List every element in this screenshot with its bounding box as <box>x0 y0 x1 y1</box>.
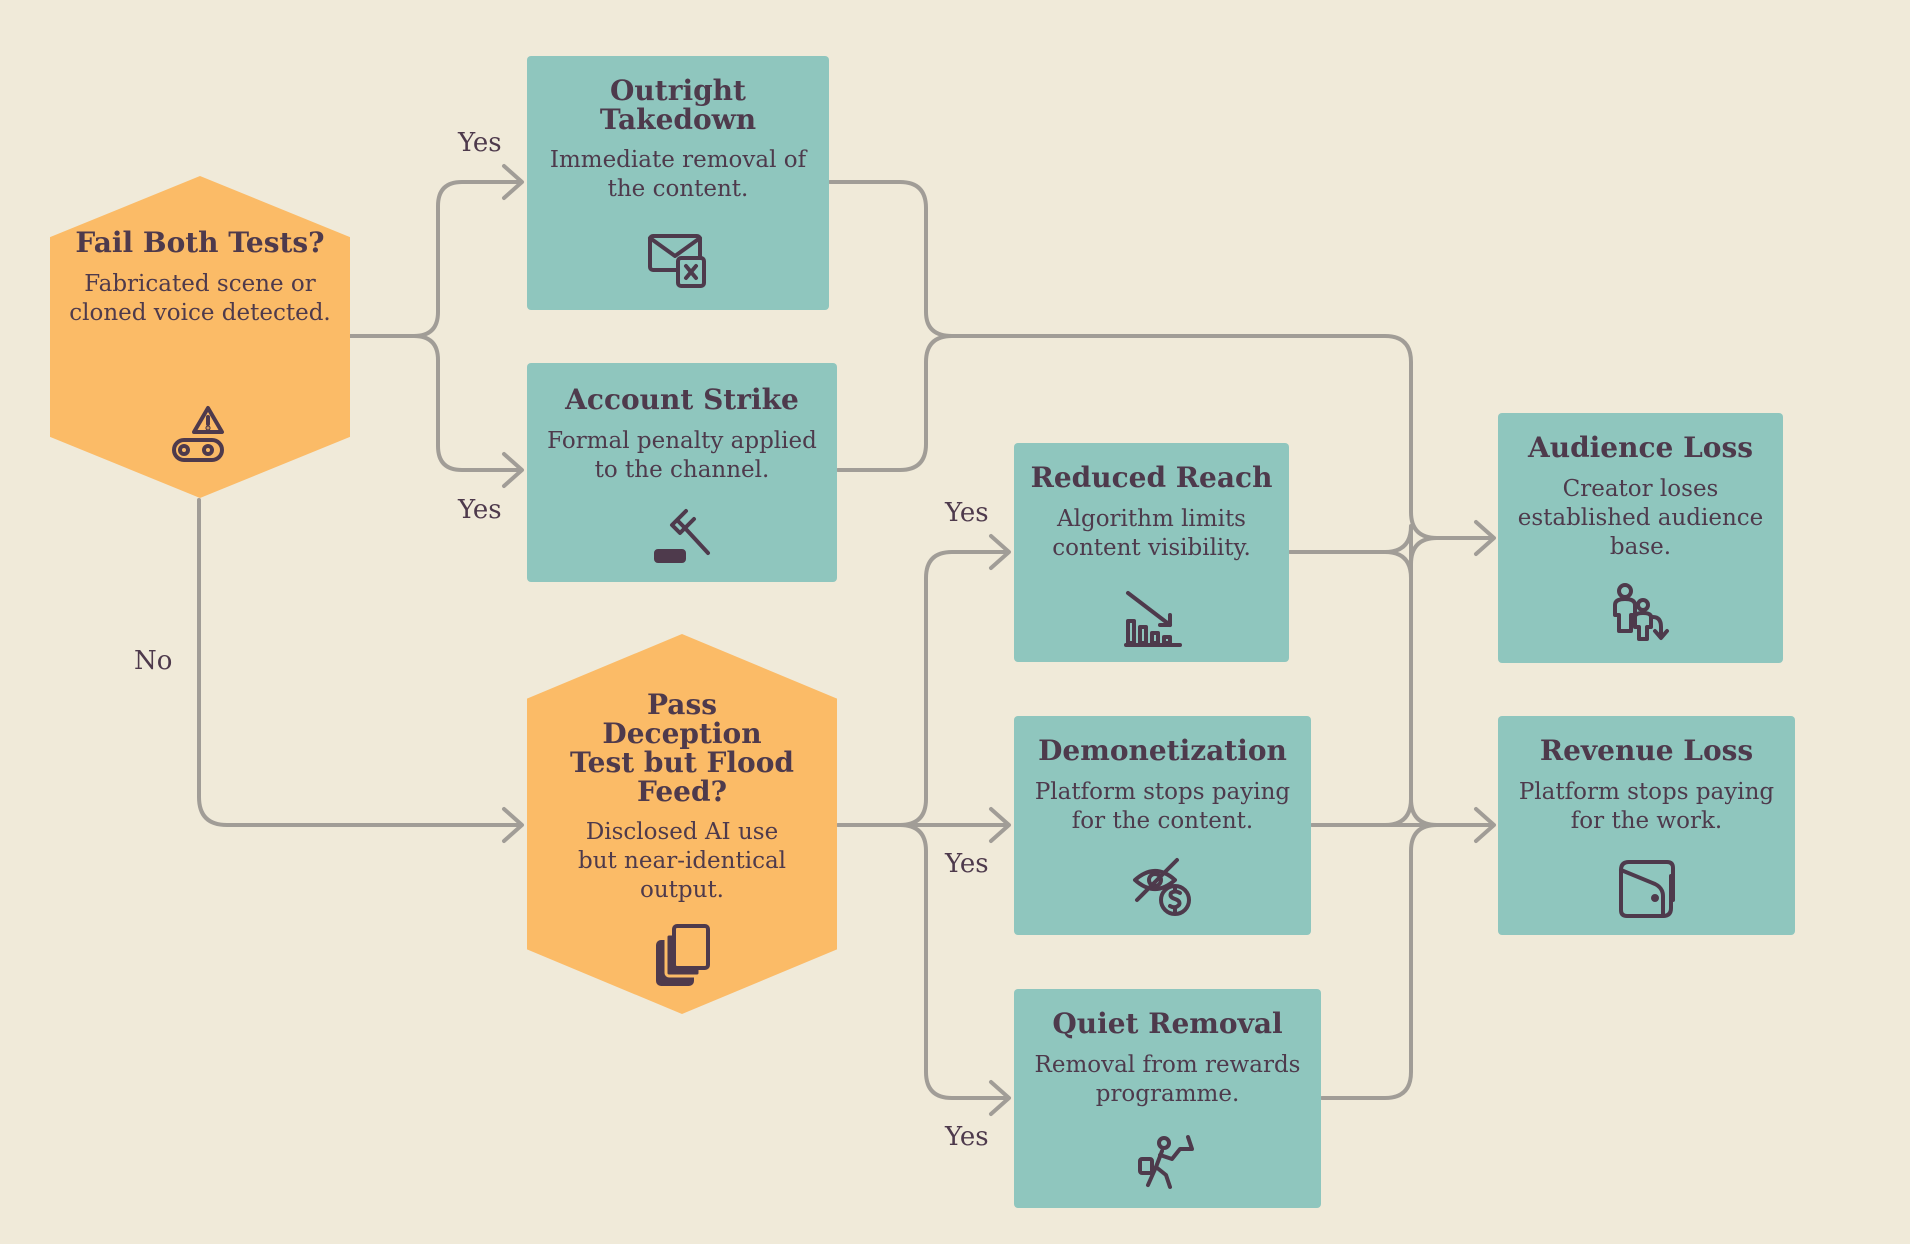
node-title: Outright Takedown <box>599 74 757 136</box>
connector-pass-to-reach <box>898 550 1007 827</box>
connector-fail-to-takedown <box>348 180 522 338</box>
outcome-audience-loss: Audience Loss Creator loses established … <box>1498 413 1783 663</box>
node-description: Algorithm limits content visibility. <box>1052 506 1251 561</box>
connector-takedown-to-audience <box>828 180 1492 540</box>
node-description: Fabricated scene or cloned voice detecte… <box>69 271 331 326</box>
node-title: Demonetization <box>1038 734 1287 767</box>
mail-delete-icon <box>646 228 710 292</box>
connector-reach-to-revenue <box>1288 550 1492 827</box>
node-title: Reduced Reach <box>1030 461 1273 494</box>
people-decline-icon <box>1609 581 1673 645</box>
edge-label-yes: Yes <box>458 495 502 525</box>
connector-quiet-to-revenue <box>1320 823 1439 1100</box>
outcome-revenue-loss: Revenue Loss Platform stops paying for t… <box>1498 716 1795 935</box>
running-exit-icon <box>1136 1129 1200 1193</box>
edge-label-yes: Yes <box>458 128 502 158</box>
connector-no-to-pass <box>197 498 522 827</box>
connector-fail-to-strike <box>348 334 522 472</box>
hidden-money-icon <box>1131 856 1195 920</box>
arrowhead <box>502 452 524 488</box>
decision-pass-deception-test: Pass Deception Test but Flood Feed? Disc… <box>527 634 837 1014</box>
declining-chart-icon <box>1120 585 1184 649</box>
edge-label-yes: Yes <box>945 849 989 879</box>
node-description: Immediate removal of the content. <box>549 147 807 202</box>
arrowhead <box>1474 520 1496 556</box>
outcome-reduced-reach: Reduced Reach Algorithm limits content v… <box>1014 443 1289 662</box>
arrowhead <box>989 534 1011 570</box>
connector-strike-merge <box>836 334 954 472</box>
node-title: Fail Both Tests? <box>75 226 325 259</box>
edge-label-yes: Yes <box>945 1122 989 1152</box>
edge-label-no: No <box>134 646 173 676</box>
gavel-icon <box>650 503 714 567</box>
edge-label-yes: Yes <box>945 498 989 528</box>
decision-fail-both-tests: Fail Both Tests? Fabricated scene or clo… <box>50 176 350 498</box>
node-description: Platform stops paying for the content. <box>1034 779 1291 834</box>
node-title: Quiet Removal <box>1052 1007 1283 1040</box>
node-description: Disclosed AI use but near-identical outp… <box>577 819 787 903</box>
arrowhead <box>989 807 1011 843</box>
connector-pass-to-quiet <box>898 823 1007 1100</box>
connector-demonetization-to-audience <box>1383 536 1439 827</box>
arrowhead <box>989 1080 1011 1116</box>
node-description: Platform stops paying for the work. <box>1518 779 1775 834</box>
node-title: Revenue Loss <box>1539 734 1754 767</box>
outcome-quiet-removal: Quiet Removal Removal from rewards progr… <box>1014 989 1321 1208</box>
node-title: Pass Deception Test but Flood Feed? <box>570 688 794 808</box>
node-description: Removal from rewards programme. <box>1034 1052 1301 1107</box>
hazard-conveyor-icon <box>168 404 232 468</box>
node-title: Account Strike <box>565 383 799 416</box>
arrowhead <box>502 807 524 843</box>
node-description: Formal penalty applied to the channel. <box>547 428 817 483</box>
node-description: Creator loses established audience base. <box>1517 476 1764 560</box>
arrowhead <box>502 164 524 200</box>
outcome-demonetization: Demonetization Platform stops paying for… <box>1014 716 1311 935</box>
outcome-account-strike: Account Strike Formal penalty applied to… <box>527 363 837 582</box>
connector-reach-to-audience <box>1383 524 1413 566</box>
outcome-outright-takedown: Outright Takedown Immediate removal of t… <box>527 56 829 310</box>
node-title: Audience Loss <box>1528 431 1753 464</box>
wallet-icon <box>1615 856 1679 920</box>
copy-documents-icon <box>650 924 714 988</box>
arrowhead <box>1474 807 1496 843</box>
